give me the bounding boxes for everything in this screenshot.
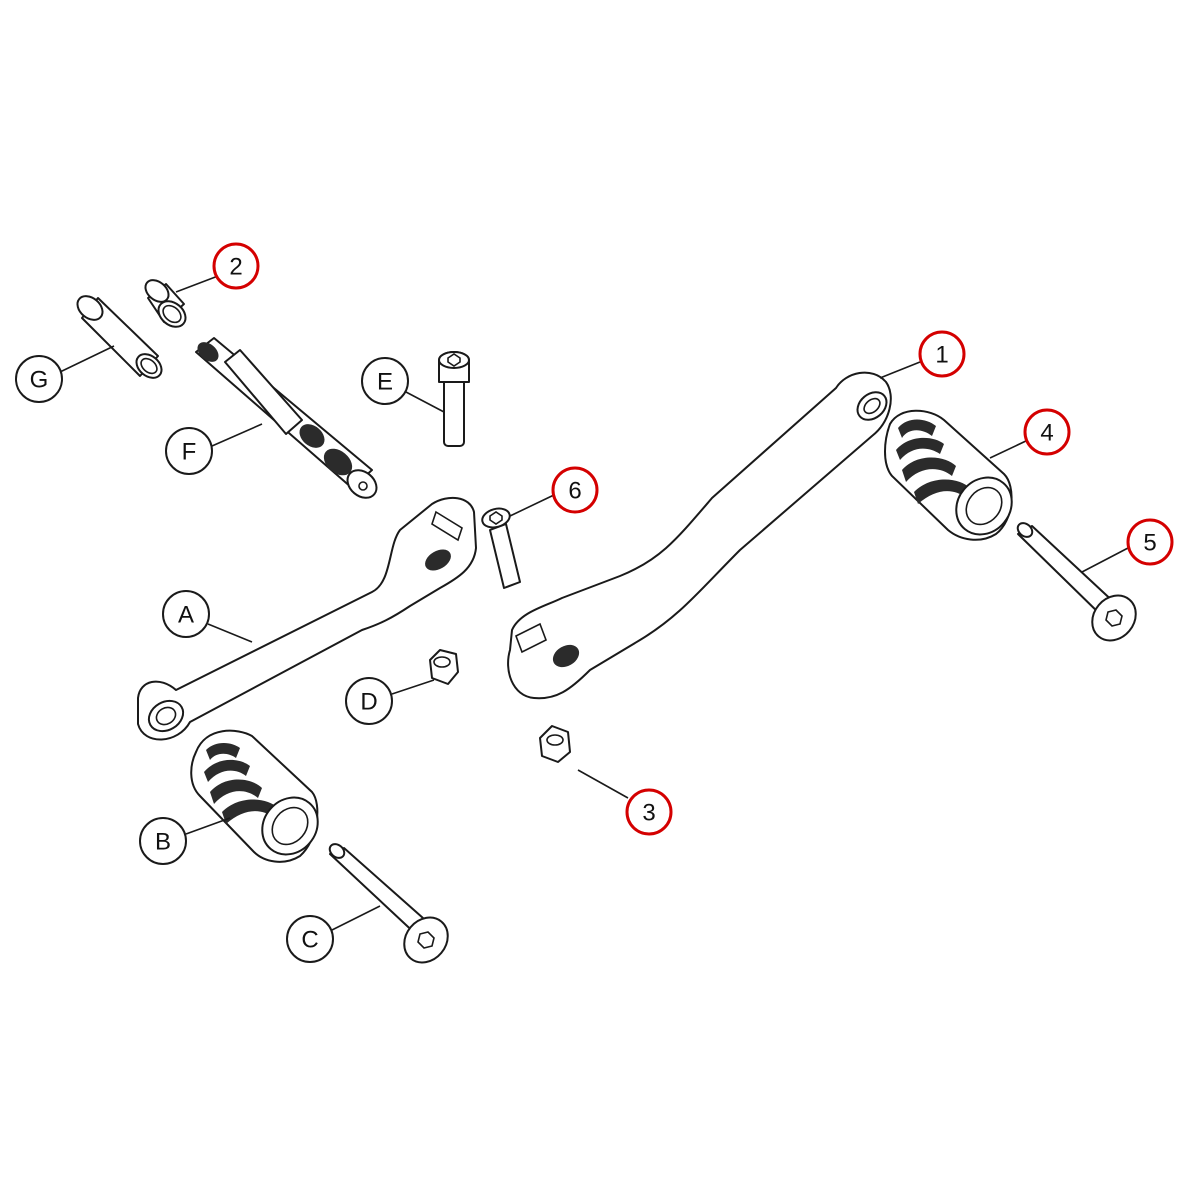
- part-b-foot-peg-rubber: [190, 729, 319, 863]
- part-5-pin-bolt: [1016, 522, 1137, 642]
- part-4-foot-peg-rubber: [884, 409, 1013, 541]
- callout-label: D: [360, 689, 377, 716]
- callout-4: 4: [1023, 408, 1071, 456]
- callout-label: G: [30, 367, 49, 394]
- callout-label: F: [182, 439, 197, 466]
- part-1-lever: [507, 371, 892, 700]
- callout-label: 4: [1040, 420, 1053, 447]
- callout-label: 3: [642, 800, 655, 827]
- leader-d: [391, 679, 435, 695]
- leader-e: [405, 391, 445, 413]
- callout-label: C: [301, 927, 318, 954]
- leader-lines: [59, 275, 1129, 931]
- part-2-bushing: [144, 279, 187, 328]
- leader-a: [207, 623, 253, 643]
- callout-f: F: [165, 427, 213, 475]
- part-6-screw: [481, 507, 521, 589]
- leader-2: [175, 275, 219, 293]
- leader-c: [331, 905, 381, 931]
- callout-6: 6: [551, 466, 599, 514]
- callout-label: 6: [568, 478, 581, 505]
- leader-6: [509, 493, 557, 517]
- callout-1: 1: [918, 330, 966, 378]
- callout-label: E: [377, 369, 393, 396]
- callout-label: A: [178, 602, 194, 629]
- callout-c: C: [286, 915, 334, 963]
- leader-5: [1081, 547, 1129, 573]
- callout-label: B: [155, 829, 171, 856]
- part-3-nut: [539, 725, 571, 763]
- callout-d: D: [345, 677, 393, 725]
- leader-1: [879, 361, 921, 379]
- callout-a: A: [162, 590, 210, 638]
- leader-b: [185, 817, 231, 835]
- part-e-screw: [438, 351, 470, 447]
- part-a-lever: [137, 496, 477, 741]
- part-c-pin-bolt: [328, 843, 449, 964]
- callout-e: E: [361, 357, 409, 405]
- leader-4: [989, 439, 1029, 459]
- callout-5: 5: [1126, 518, 1174, 566]
- callout-b: B: [139, 817, 187, 865]
- leader-g: [59, 345, 115, 373]
- callout-2: 2: [212, 242, 260, 290]
- callout-label: 1: [935, 342, 948, 369]
- part-g-sleeve: [76, 295, 163, 379]
- callout-label: 2: [229, 254, 242, 281]
- leader-f: [211, 423, 263, 447]
- callout-label: 5: [1143, 530, 1156, 557]
- callout-g: G: [15, 355, 63, 403]
- part-f-shaft: [195, 337, 378, 499]
- leader-3: [577, 769, 629, 799]
- callout-3: 3: [625, 788, 673, 836]
- part-d-nut: [429, 649, 459, 685]
